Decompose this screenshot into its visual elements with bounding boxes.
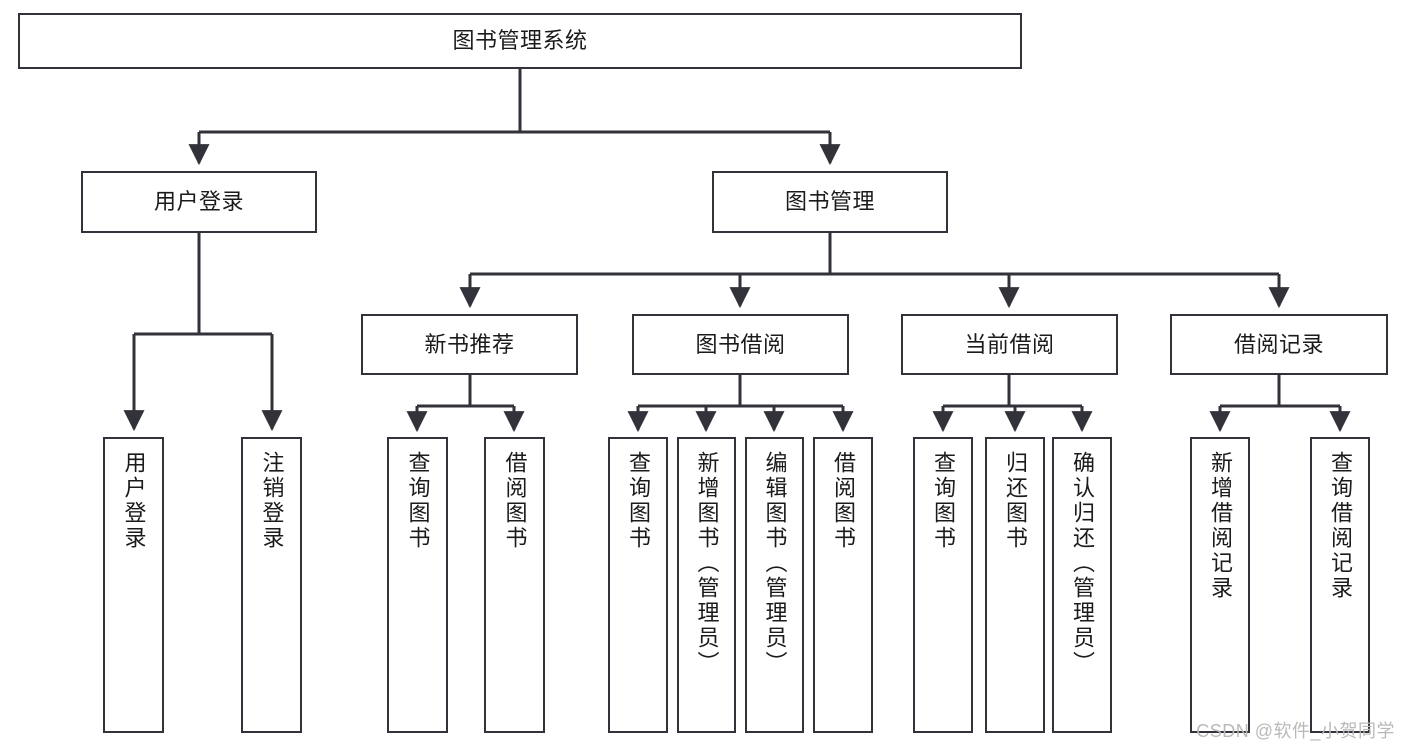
node-leaf-add-book-admin[interactable]: 新增图书（管理员） [677,437,736,733]
node-book-management[interactable]: 图书管理 [712,171,948,233]
node-label: 查询借阅记录 [1328,451,1353,601]
node-new-book-recommend[interactable]: 新书推荐 [361,314,578,375]
node-label: 新增借阅记录 [1208,451,1233,601]
node-label: 借阅图书 [831,451,856,551]
node-label: 新增图书（管理员） [694,451,720,676]
node-label: 图书管理系统 [452,28,588,54]
node-root[interactable]: 图书管理系统 [18,13,1022,69]
node-leaf-user-login[interactable]: 用户登录 [103,437,164,733]
node-borrow-record[interactable]: 借阅记录 [1170,314,1388,375]
node-label: 查询图书 [405,451,431,551]
node-label: 注销登录 [259,451,285,551]
node-leaf-query-borrow-record[interactable]: 查询借阅记录 [1310,437,1370,733]
node-label: 借阅记录 [1233,331,1324,357]
node-label: 编辑图书（管理员） [762,451,788,676]
node-leaf-user-logout[interactable]: 注销登录 [241,437,302,733]
node-label: 图书管理 [784,189,875,215]
node-leaf-query-book-current[interactable]: 查询图书 [913,437,973,733]
node-label: 新书推荐 [424,331,515,357]
node-leaf-borrow-book-recommend[interactable]: 借阅图书 [484,437,545,733]
node-leaf-confirm-return-admin[interactable]: 确认归还（管理员） [1052,437,1112,733]
node-label: 归还图书 [1003,451,1028,551]
node-book-borrow[interactable]: 图书借阅 [632,314,849,375]
node-leaf-add-borrow-record[interactable]: 新增借阅记录 [1190,437,1250,733]
node-label: 用户登录 [153,189,244,215]
node-current-borrow[interactable]: 当前借阅 [901,314,1118,375]
watermark: CSDN @软件_小贺同学 [1196,721,1395,741]
node-label: 当前借阅 [964,331,1055,357]
node-label: 借阅图书 [502,451,528,551]
node-leaf-query-book-borrow[interactable]: 查询图书 [608,437,668,733]
node-label: 查询图书 [931,451,956,551]
node-label: 用户登录 [121,451,147,551]
node-label: 图书借阅 [695,331,786,357]
node-label: 查询图书 [626,451,651,551]
node-leaf-edit-book-admin[interactable]: 编辑图书（管理员） [745,437,804,733]
node-leaf-query-book-recommend[interactable]: 查询图书 [387,437,448,733]
node-label: 确认归还（管理员） [1070,451,1095,676]
node-user-login[interactable]: 用户登录 [81,171,317,233]
node-leaf-return-book[interactable]: 归还图书 [985,437,1045,733]
node-leaf-borrow-book[interactable]: 借阅图书 [813,437,873,733]
